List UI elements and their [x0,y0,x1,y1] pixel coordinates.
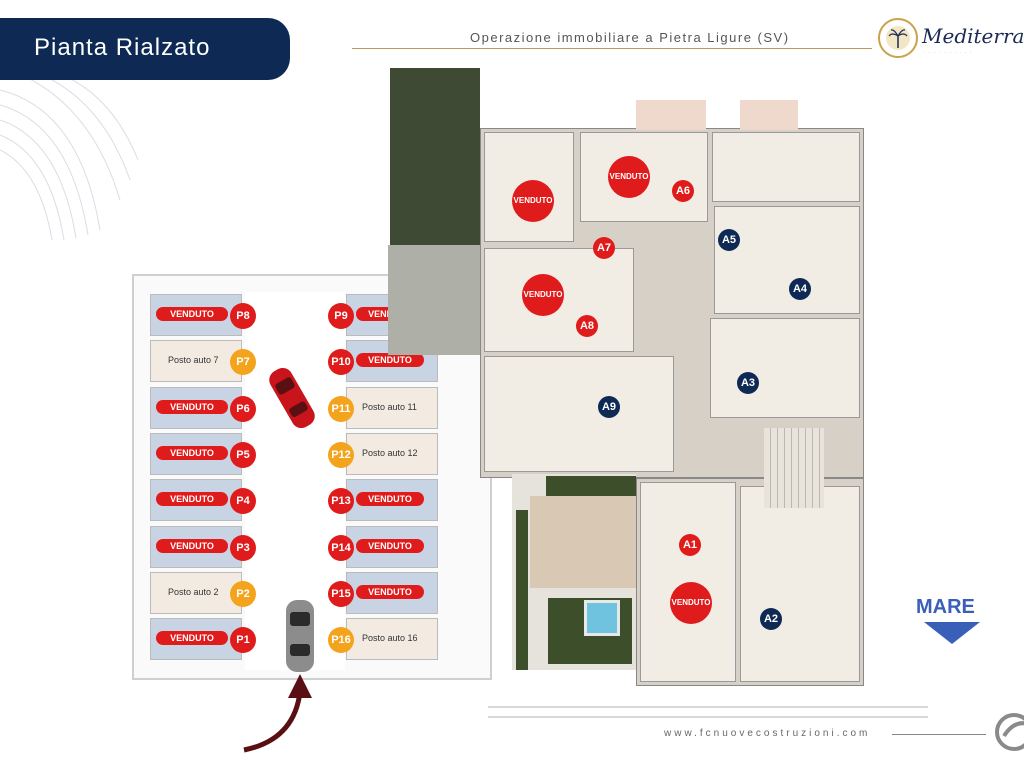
sold-badge: VENDUTO [156,446,228,460]
sea-direction-arrow-icon [924,622,980,644]
grey-car-icon [286,600,314,672]
sold-badge: VENDUTO [156,539,228,553]
apartment-a5[interactable]: A5 [718,229,740,251]
decorative-lines [0,70,139,240]
sold-badge: VENDUTO [356,539,424,553]
parking-id-p10[interactable]: P10 [328,349,354,375]
pergola [530,496,636,588]
parking-id-p15[interactable]: P15 [328,581,354,607]
parking-id-p4[interactable]: P4 [230,488,256,514]
parking-stall[interactable] [346,618,438,660]
terrace [388,245,482,355]
entrance-arrow-icon [243,674,312,753]
sold-badge: VENDUTO [156,492,228,506]
sold-marker: VENDUTO [670,582,712,624]
parking-id-p8[interactable]: P8 [230,303,256,329]
header-divider [352,48,872,49]
room [484,356,674,472]
apartment-a6[interactable]: A6 [672,180,694,202]
company-logo-icon [995,713,1024,751]
logo-tagline: · · · · · · · · · · [924,50,973,56]
parking-label: Posto auto 11 [362,402,417,412]
parking-label: Posto auto 12 [362,448,418,458]
sold-badge: VENDUTO [356,492,424,506]
sidewalk [488,706,928,718]
apartment-a9[interactable]: A9 [598,396,620,418]
room [710,318,860,418]
parking-label: Posto auto 16 [362,633,418,643]
apartment-a1[interactable]: A1 [679,534,701,556]
parking-label: Posto auto 7 [168,355,219,365]
room [740,486,860,682]
red-car-icon [269,367,315,429]
hedge-left [516,510,528,670]
sold-badge: VENDUTO [156,631,228,645]
page-subtitle: Operazione immobiliare a Pietra Ligure (… [470,30,790,45]
parking-label: Posto auto 2 [168,587,219,597]
room [714,206,860,314]
parking-stall[interactable] [346,387,438,429]
balcony-top [636,100,706,130]
logo-wordmark: Mediterranéo [922,24,1024,48]
parking-id-p16[interactable]: P16 [328,627,354,653]
sold-marker: VENDUTO [512,180,554,222]
parking-id-p14[interactable]: P14 [328,535,354,561]
parking-stall[interactable] [150,340,242,382]
apartment-a7[interactable]: A7 [593,237,615,259]
parking-id-p12[interactable]: P12 [328,442,354,468]
apartment-a3[interactable]: A3 [737,372,759,394]
jacuzzi-icon [584,600,620,636]
mare-label: MARE [916,596,975,618]
title-banner [0,18,290,80]
logo-emblem [878,18,918,58]
parking-id-p7[interactable]: P7 [230,349,256,375]
sold-badge: VENDUTO [356,353,424,367]
garden-patch [390,68,480,248]
apartment-a8[interactable]: A8 [576,315,598,337]
palm-icon [886,26,910,50]
page-title: Pianta Rialzato [34,34,211,61]
sold-badge: VENDUTO [356,585,424,599]
parking-id-p1[interactable]: P1 [230,627,256,653]
footer-website[interactable]: www.fcnuovecostruzioni.com [664,728,871,739]
sold-badge: VENDUTO [156,307,228,321]
parking-id-p2[interactable]: P2 [230,581,256,607]
parking-id-p5[interactable]: P5 [230,442,256,468]
parking-id-p9[interactable]: P9 [328,303,354,329]
apartment-a2[interactable]: A2 [760,608,782,630]
parking-stall[interactable] [346,433,438,475]
sold-badge: VENDUTO [156,400,228,414]
hedge [546,476,636,496]
parking-id-p6[interactable]: P6 [230,396,256,422]
parking-id-p13[interactable]: P13 [328,488,354,514]
parking-id-p3[interactable]: P3 [230,535,256,561]
footer-divider [892,734,986,735]
parking-stall[interactable] [150,572,242,614]
sold-marker: VENDUTO [608,156,650,198]
apartment-a4[interactable]: A4 [789,278,811,300]
staircase [764,428,824,508]
parking-id-p11[interactable]: P11 [328,396,354,422]
room [712,132,860,202]
sold-marker: VENDUTO [522,274,564,316]
balcony-top-2 [740,100,798,130]
